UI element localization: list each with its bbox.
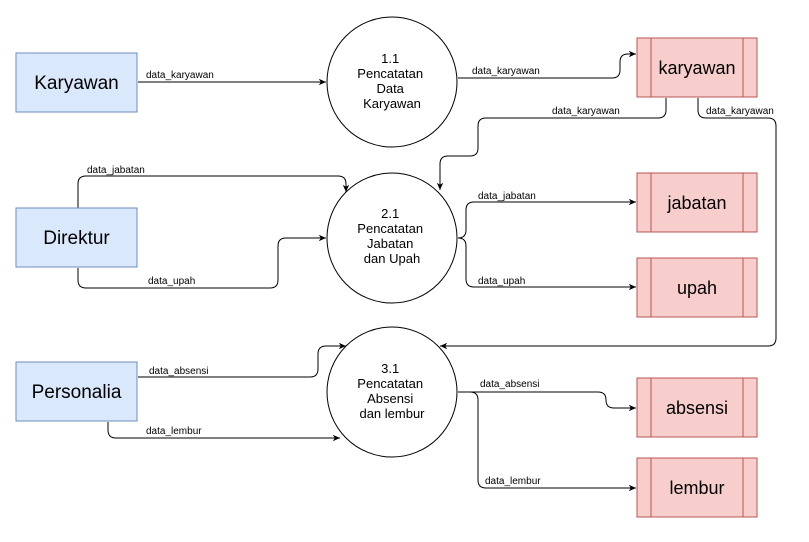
store-upah: upah xyxy=(636,257,758,318)
flow-label-p1-to-store-karyawan: data_karyawan xyxy=(472,66,540,77)
store-upah-label: upah xyxy=(677,278,717,298)
flow-label-direktur-jabatan: data_jabatan xyxy=(87,165,145,176)
process-3-1-line-2: Absensi xyxy=(367,391,413,406)
flow-label-p3-to-absensi: data_absensi xyxy=(480,379,540,390)
flow-label-direktur-upah: data_upah xyxy=(148,276,195,287)
entity-karyawan: Karyawan xyxy=(15,52,138,113)
flow-line-p2-to-store-jabatan xyxy=(457,198,636,239)
flow-label-p2-to-jabatan: data_jabatan xyxy=(478,191,536,202)
flow-label-karyawan-to-p1: data_karyawan xyxy=(146,70,214,81)
process-1-1-number: 1.1 xyxy=(381,51,399,66)
entity-karyawan-label: Karyawan xyxy=(34,73,119,94)
process-1-1-line-2: Data xyxy=(376,81,404,96)
process-1-1-line-1: Pencatatan xyxy=(357,66,423,81)
flow-labels: data_karyawan data_karyawan data_karyawa… xyxy=(87,66,774,487)
store-lembur: lembur xyxy=(636,457,758,518)
flow-line-p1-to-store-karyawan xyxy=(458,50,636,79)
entity-personalia-label: Personalia xyxy=(32,382,122,403)
flow-line-p2-to-store-upah xyxy=(457,237,636,291)
flow-label-p2-to-upah: data_upah xyxy=(478,276,525,287)
flow-lines xyxy=(77,50,777,492)
store-lembur-label: lembur xyxy=(669,478,724,498)
process-2-1-line-2: Jabatan xyxy=(367,236,413,251)
flow-label-personalia-absensi: data_absensi xyxy=(149,366,209,377)
flow-line-personalia-absensi-to-p3 xyxy=(138,342,346,378)
process-2-1-line-1: Pencatatan xyxy=(357,221,423,236)
store-absensi-label: absensi xyxy=(666,398,728,418)
process-3-1-line-1: Pencatatan xyxy=(357,376,423,391)
flow-line-direktur-jabatan-to-p2 xyxy=(77,175,350,208)
entity-direktur-label: Direktur xyxy=(43,228,110,249)
flow-label-store-karyawan-to-p3: data_karyawan xyxy=(706,106,774,117)
flow-line-direktur-upah-to-p2 xyxy=(77,234,326,289)
process-2-1-label: 2.1 Pencatatan Jabatan dan Upah xyxy=(357,206,426,266)
process-3-1-label: 3.1 Pencatatan Absensi dan lembur xyxy=(357,361,426,421)
process-3-1: 3.1 Pencatatan Absensi dan lembur xyxy=(326,326,458,458)
process-3-1-number: 3.1 xyxy=(381,361,399,376)
entity-personalia: Personalia xyxy=(15,361,138,422)
flow-label-p3-to-lembur: data_lembur xyxy=(485,476,541,487)
flow-label-store-karyawan-to-p2: data_karyawan xyxy=(552,106,620,117)
store-karyawan-label: karyawan xyxy=(658,58,735,78)
flow-line-p3-to-store-lembur xyxy=(469,391,636,492)
store-absensi: absensi xyxy=(636,377,758,438)
store-karyawan: karyawan xyxy=(636,37,758,98)
flow-line-personalia-lembur-to-p3 xyxy=(107,422,340,442)
store-jabatan-label: jabatan xyxy=(666,193,726,213)
process-3-1-line-3: dan lembur xyxy=(359,406,425,421)
flow-line-store-karyawan-to-p2 xyxy=(436,98,667,190)
process-1-1: 1.1 Pencatatan Data Karyawan xyxy=(326,16,458,148)
flow-line-p3-to-store-absensi xyxy=(458,391,636,412)
process-1-1-line-3: Karyawan xyxy=(363,96,421,111)
process-2-1: 2.1 Pencatatan Jabatan dan Upah xyxy=(326,172,458,304)
flow-line-store-karyawan-to-p3 xyxy=(440,98,777,350)
process-1-1-label: 1.1 Pencatatan Data Karyawan xyxy=(357,51,426,111)
entity-direktur: Direktur xyxy=(15,207,138,268)
process-2-1-number: 2.1 xyxy=(381,206,399,221)
flow-label-personalia-lembur: data_lembur xyxy=(146,426,202,437)
process-2-1-line-3: dan Upah xyxy=(364,251,420,266)
store-jabatan: jabatan xyxy=(636,172,758,233)
